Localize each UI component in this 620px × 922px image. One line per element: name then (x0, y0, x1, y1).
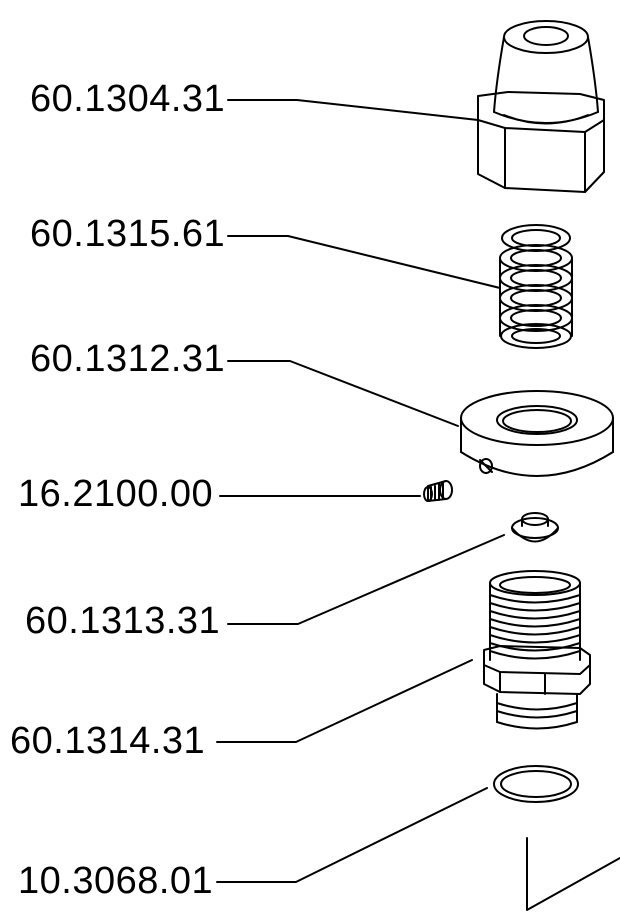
o-ring-part (494, 766, 578, 802)
leader-line-threaded-nipple (217, 660, 472, 742)
part-label-o-ring: 10.3068.01 (18, 860, 214, 902)
leader-line-valve-plug (228, 535, 504, 624)
leader-line-o-ring (217, 788, 487, 882)
spring-part (500, 225, 572, 348)
part-label-cap: 60.1304.31 (30, 78, 226, 120)
part-label-spring: 60.1315.61 (30, 213, 226, 255)
valve-plug-part (512, 513, 558, 542)
set-screw-part (424, 481, 452, 501)
threaded-nipple-part (484, 571, 590, 729)
ring-nut-part (461, 391, 613, 476)
cap-part (478, 21, 604, 192)
part-label-valve-plug: 60.1313.31 (25, 600, 221, 642)
leader-line-cap (228, 100, 478, 120)
leader-line-ring-nut (228, 361, 458, 426)
leader-line-spring (228, 236, 500, 288)
corner-lines (527, 838, 620, 910)
leader-lines (217, 100, 504, 882)
part-label-threaded-nipple: 60.1314.31 (10, 720, 206, 762)
part-label-set-screw: 16.2100.00 (18, 473, 214, 515)
part-label-ring-nut: 60.1312.31 (30, 338, 226, 380)
